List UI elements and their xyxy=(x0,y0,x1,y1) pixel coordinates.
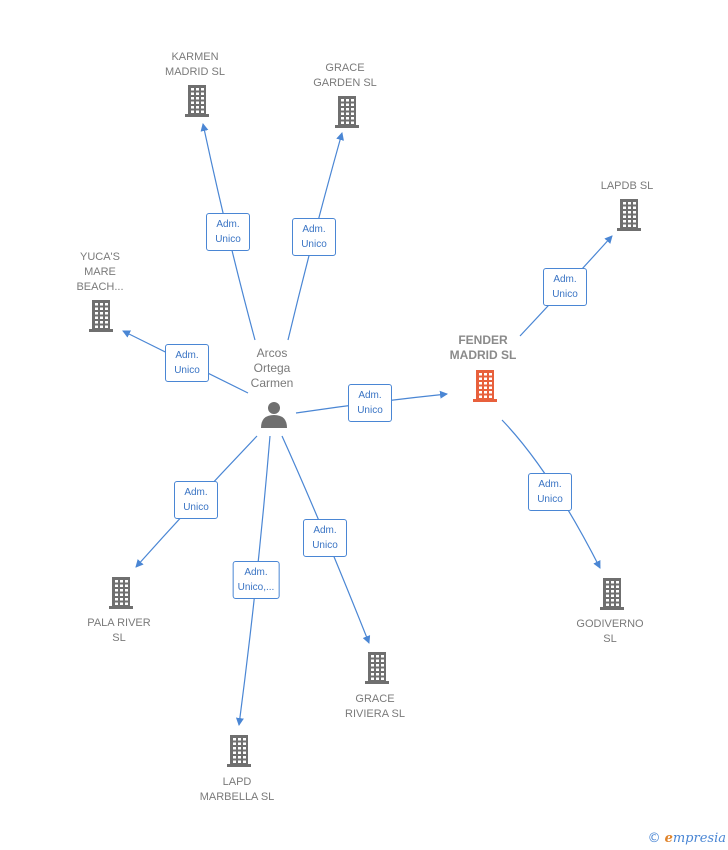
edge-role-label[interactable]: Adm. Unico xyxy=(528,473,572,511)
edge-role-label[interactable]: Adm. Unico xyxy=(165,344,209,382)
edge-role-label[interactable]: Adm. Unico,... xyxy=(232,561,280,599)
edge-role-label[interactable]: Adm. Unico xyxy=(174,481,218,519)
empresia-logo[interactable]: ©empresia xyxy=(647,831,726,846)
copyright-icon: © xyxy=(647,831,661,846)
company-name[interactable]: GRACE GARDEN SL xyxy=(313,62,377,89)
company-name[interactable]: YUCA'S MARE BEACH... xyxy=(76,251,124,293)
company-name[interactable]: GRACE RIVIERA SL xyxy=(345,693,405,720)
building-icon[interactable] xyxy=(185,85,209,117)
company-name[interactable]: LAPDB SL xyxy=(600,180,654,192)
building-icon[interactable] xyxy=(617,199,641,231)
company-name[interactable]: KARMEN MADRID SL xyxy=(165,51,225,78)
edge-role-label[interactable]: Adm. Unico xyxy=(206,213,250,251)
company-name[interactable]: PALA RIVER SL xyxy=(87,617,151,644)
edge-role-label[interactable]: Adm. Unico xyxy=(543,268,587,306)
building-icon[interactable] xyxy=(227,735,251,767)
building-icon[interactable] xyxy=(600,578,624,610)
edge-role-label[interactable]: Adm. Unico xyxy=(303,519,347,557)
company-name[interactable]: GODIVERNO SL xyxy=(576,618,644,645)
company-name[interactable]: FENDER MADRID SL xyxy=(449,333,517,362)
building-icon[interactable] xyxy=(89,300,113,332)
person-icon[interactable] xyxy=(261,402,287,428)
edge-role-label[interactable]: Adm. Unico xyxy=(348,384,392,422)
building-icon[interactable] xyxy=(109,577,133,609)
person-name[interactable]: Arcos Ortega Carmen xyxy=(250,346,294,390)
company-name[interactable]: LAPD MARBELLA SL xyxy=(199,776,275,803)
main-company-building-icon[interactable] xyxy=(473,370,497,402)
edge-role-label[interactable]: Adm. Unico xyxy=(292,218,336,256)
building-icon[interactable] xyxy=(365,652,389,684)
building-icon[interactable] xyxy=(335,96,359,128)
